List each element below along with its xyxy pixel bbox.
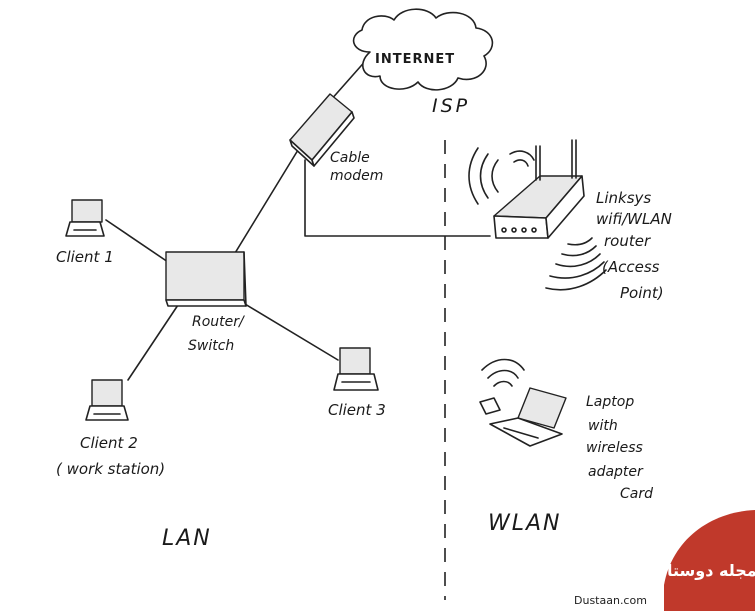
router-label-line2: wifi/WLAN (596, 210, 672, 228)
client3-laptop-icon (333, 347, 379, 391)
laptop-label-line2: with (588, 418, 618, 434)
wireless-router (493, 139, 585, 239)
switch-label-line2: Switch (188, 338, 234, 354)
lan-label: LAN (162, 526, 212, 551)
router-signal-waves-left-icon (468, 147, 535, 205)
lan-switch (165, 251, 247, 307)
watermark-badge (664, 510, 755, 611)
router-signal-waves-bottom-icon (545, 237, 607, 291)
client2-label-line2: ( work station) (56, 460, 165, 478)
watermark-site: Dustaan.com (574, 594, 647, 607)
cable-modem (289, 93, 355, 167)
link-modem-switch (231, 149, 299, 259)
laptop-label-line5: Card (620, 486, 653, 502)
isp-label: ISP (432, 95, 470, 117)
network-links (105, 57, 491, 381)
cable-modem-label-line2: modem (330, 168, 383, 184)
router-label-line3: router (604, 232, 651, 250)
laptop-signal-waves-icon (481, 358, 525, 387)
client2-laptop-icon (85, 379, 129, 421)
link-modem-router (304, 159, 491, 237)
router-label-line4: (Access (602, 258, 660, 276)
switch-label-line1: Router/ (192, 314, 245, 330)
client1-label: Client 1 (56, 248, 114, 266)
watermark-badge-text: مجله دوستان (653, 561, 755, 580)
wireless-laptop-icon (479, 387, 567, 447)
laptop-label-line1: Laptop (586, 394, 634, 410)
cable-modem-label-line1: Cable (330, 150, 370, 166)
link-client3-switch (234, 297, 339, 361)
internet-cloud: INTERNET (352, 8, 494, 91)
wlan-label: WLAN (488, 511, 562, 536)
link-client1-switch (105, 219, 169, 263)
watermark: مجله دوستان Dustaan.com (574, 510, 755, 611)
router-label-line5: Point) (620, 284, 664, 302)
client1-laptop-icon (65, 199, 105, 237)
router-label-line1: Linksys (596, 189, 651, 207)
client2-label-line1: Client 2 (80, 434, 138, 452)
laptop-label-line4: adapter (588, 464, 644, 480)
internet-label: INTERNET (375, 52, 455, 67)
client3-label: Client 3 (328, 401, 386, 419)
laptop-label-line3: wireless (586, 440, 643, 456)
link-client2-switch (127, 304, 179, 381)
